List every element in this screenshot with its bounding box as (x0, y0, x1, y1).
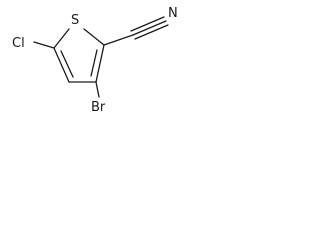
atom-sulfur-label: S (71, 13, 79, 28)
bond-c3-c2-inner (90, 49, 98, 77)
atom-chlorine-label: Cl (12, 36, 25, 51)
bond-nitrile-1 (132, 20, 167, 36)
bond-nitrile-3 (134, 24, 169, 40)
molecule-structure: S Cl Br N (12, 6, 178, 115)
bond-s-c5 (53, 28, 70, 49)
atom-bromine-label: Br (91, 100, 106, 115)
bond-c5-c4-inner (60, 50, 74, 78)
bond-c3-br (95, 81, 100, 98)
bond-nitrile-2 (130, 16, 165, 32)
bond-c3-c2 (95, 44, 105, 83)
bond-c5-c4 (53, 47, 70, 83)
bond-c2-cn (103, 34, 134, 46)
atom-nitrogen-label: N (168, 6, 178, 21)
bond-s-c2 (83, 28, 105, 46)
bond-c5-cl (33, 41, 55, 49)
